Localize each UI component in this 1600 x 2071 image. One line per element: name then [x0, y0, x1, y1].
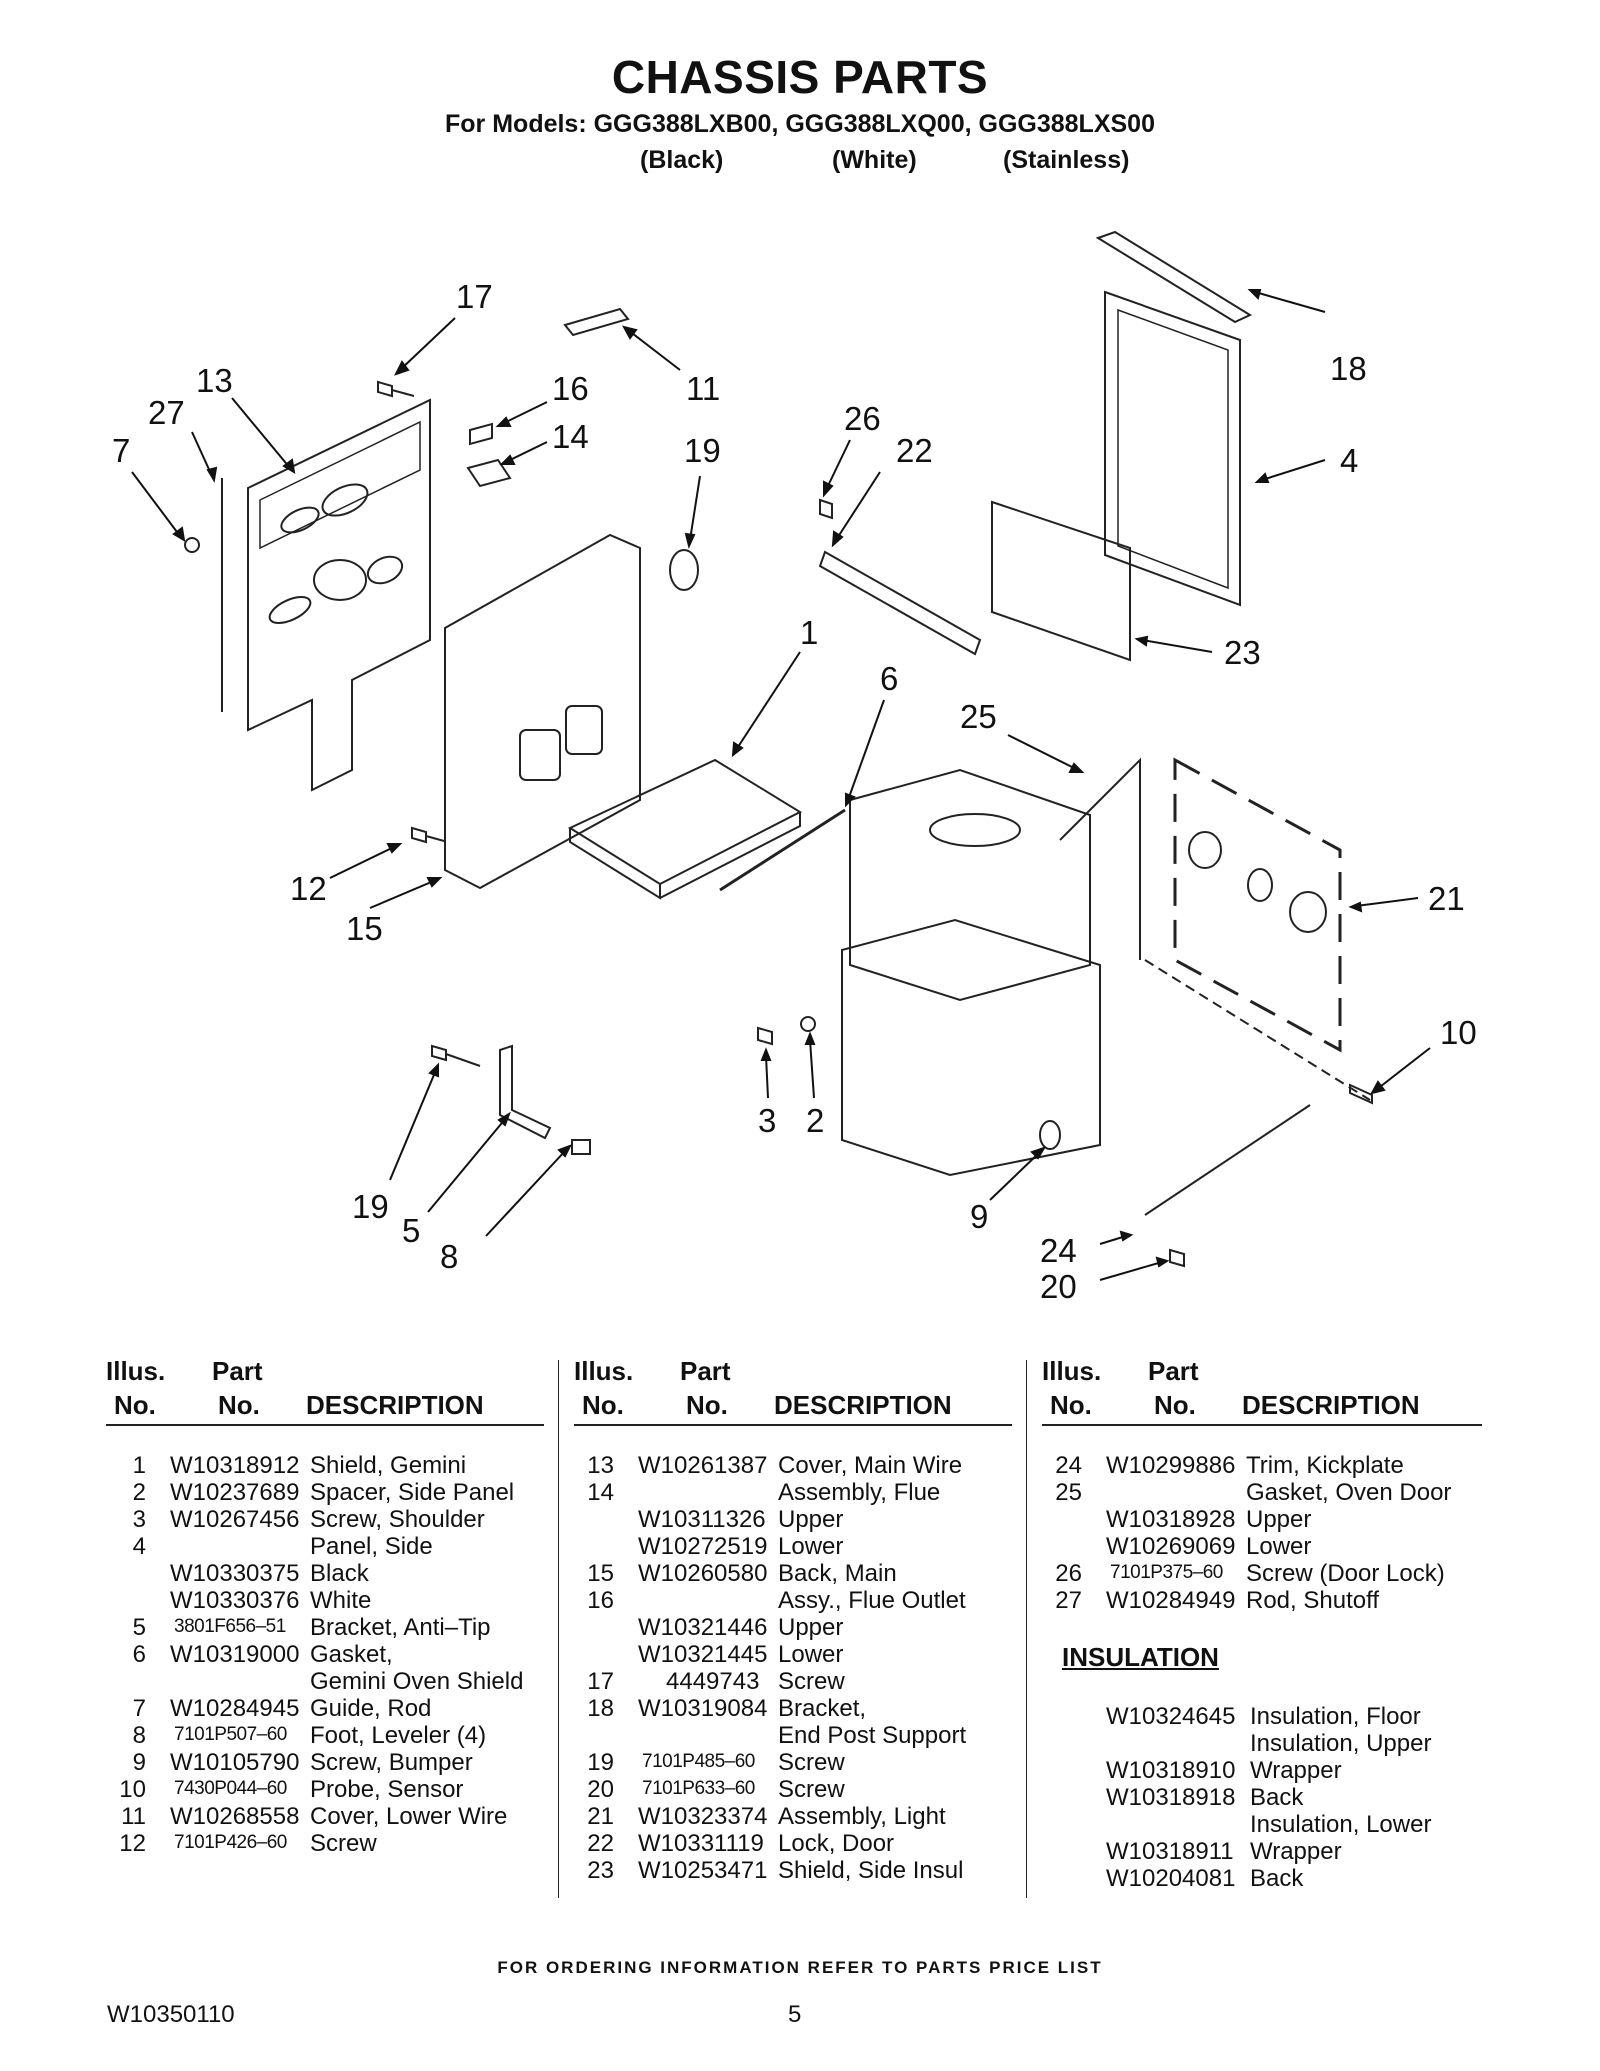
callout-15: 15	[346, 910, 383, 947]
col2-illus-header: Illus.	[574, 1356, 634, 1386]
col2-header-rule	[574, 1424, 1012, 1426]
callout-1: 1	[800, 614, 818, 651]
col1-desc-header: DESCRIPTION	[306, 1390, 484, 1420]
callout-11: 11	[686, 370, 720, 407]
callout-23: 23	[1224, 634, 1261, 671]
main-wire-cover-shape	[247, 398, 431, 792]
callout-12: 12	[290, 870, 327, 907]
insulation-title: INSULATION	[1062, 1642, 1219, 1672]
col1-header-rule	[106, 1424, 544, 1426]
table-divider-1	[558, 1360, 559, 1898]
col1-illus-header: Illus.	[106, 1356, 166, 1386]
col3-partno-header: No.	[1154, 1390, 1196, 1420]
callout-19-bottom: 19	[352, 1188, 389, 1225]
callout-4: 4	[1340, 442, 1358, 479]
exploded-parts-diagram: 17 13 27 7 16 14 11 19 26 22 18 4 1 6 23…	[112, 230, 1477, 1305]
col2-desc-header: DESCRIPTION	[774, 1390, 952, 1420]
callout-16: 16	[552, 370, 589, 407]
models-line: For Models: GGG388LXB00, GGG388LXQ00, GG…	[445, 110, 1155, 138]
callout-25: 25	[960, 698, 997, 735]
color-label-black: (Black)	[640, 146, 724, 174]
callout-10: 10	[1440, 1014, 1477, 1051]
callout-22: 22	[896, 432, 933, 469]
col3-part-header: Part	[1148, 1356, 1199, 1386]
callout-3: 3	[758, 1102, 776, 1139]
ordering-note: FOR ORDERING INFORMATION REFER TO PARTS …	[497, 1958, 1103, 1977]
col2-partno-header: No.	[686, 1390, 728, 1420]
callout-20: 20	[1040, 1268, 1077, 1305]
side-panel-shape	[1104, 290, 1241, 607]
col2-no-header: No.	[582, 1390, 624, 1420]
callout-26: 26	[844, 400, 881, 437]
col3-no-header: No.	[1050, 1390, 1092, 1420]
main-back-shape	[444, 533, 641, 890]
callout-6: 6	[880, 660, 898, 697]
callout-7: 7	[112, 432, 130, 469]
col1-no-header: No.	[114, 1390, 156, 1420]
color-label-white: (White)	[832, 146, 917, 174]
col2-part-header: Part	[680, 1356, 731, 1386]
color-label-stainless: (Stainless)	[1003, 146, 1130, 174]
page-title: CHASSIS PARTS	[611, 51, 989, 103]
page-number: 5	[788, 2001, 802, 2028]
callout-24: 24	[1040, 1232, 1077, 1269]
gemini-shield-shape	[567, 758, 803, 900]
callout-9: 9	[970, 1198, 988, 1235]
callout-8: 8	[440, 1238, 458, 1275]
callout-18: 18	[1330, 350, 1367, 387]
table-divider-2	[1026, 1360, 1027, 1898]
document-number: W10350110	[107, 2001, 235, 2028]
callout-27: 27	[148, 394, 185, 431]
callout-2: 2	[806, 1102, 824, 1139]
callout-13: 13	[196, 362, 233, 399]
upper-oven-cavity-shape	[849, 768, 1091, 1002]
lower-oven-cavity-shape	[841, 918, 1101, 1177]
col3-illus-header: Illus.	[1042, 1356, 1102, 1386]
callout-5: 5	[402, 1212, 420, 1249]
col3-desc-header: DESCRIPTION	[1242, 1390, 1420, 1420]
callout-21: 21	[1428, 880, 1465, 917]
col3-header-rule	[1042, 1424, 1482, 1426]
col1-part-header: Part	[212, 1356, 263, 1386]
callout-19-top: 19	[684, 432, 721, 469]
callout-14: 14	[552, 418, 589, 455]
callout-17: 17	[456, 278, 493, 315]
col1-partno-header: No.	[218, 1390, 260, 1420]
